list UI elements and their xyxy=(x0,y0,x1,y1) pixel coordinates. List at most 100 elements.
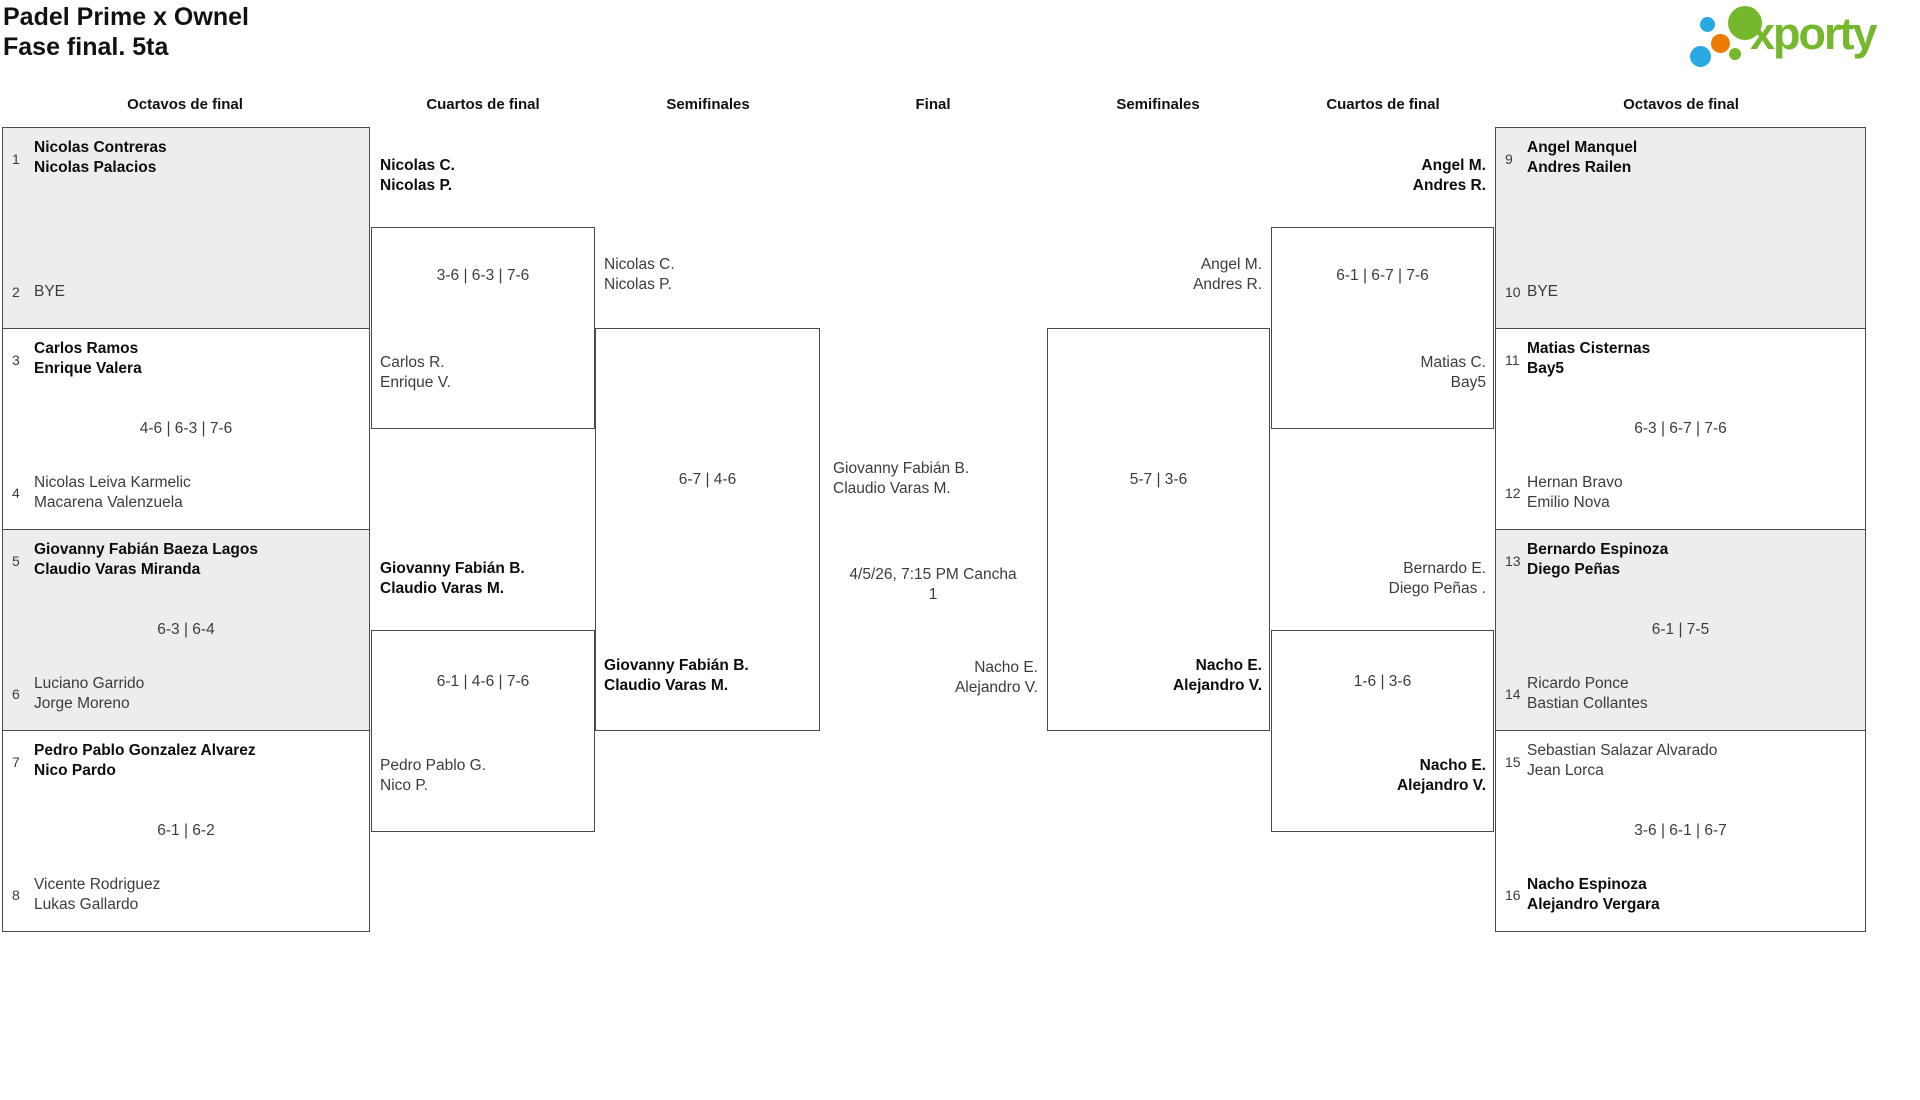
seed-number: 3 xyxy=(12,352,20,368)
player-name: BYE xyxy=(34,283,66,300)
sf-right-bottom-team: Nacho E. Alejandro V. xyxy=(1042,656,1262,696)
team-names: Vicente Rodriguez Lukas Gallardo xyxy=(34,875,160,915)
final-datetime-court: 4/5/26, 7:15 PM Cancha xyxy=(849,566,1017,583)
player-name: Enrique V. xyxy=(380,374,451,391)
player-name: Claudio Varas M. xyxy=(833,480,951,497)
team-names: BYE xyxy=(1527,282,1558,302)
team-names: Bernardo Espinoza Diego Peñas xyxy=(1527,540,1668,580)
player-name: Emilio Nova xyxy=(1527,494,1610,511)
team-names: BYE xyxy=(34,282,65,302)
player-name: Carlos Ramos xyxy=(34,340,139,357)
player-name: Matias C. xyxy=(1420,354,1486,371)
player-name: Enrique Valera xyxy=(34,360,142,377)
seed-number: 16 xyxy=(1505,887,1521,903)
match-score: 6-7 | 4-6 xyxy=(678,471,737,488)
team-names: Nacho Espinoza Alejandro Vergara xyxy=(1527,875,1660,915)
seed-number: 10 xyxy=(1505,284,1521,300)
qf-right-1-top-team: Angel M. Andres R. xyxy=(1266,156,1486,196)
player-name: Alejandro Vergara xyxy=(1527,896,1660,913)
player-name: Andres R. xyxy=(1412,177,1486,194)
player-name: Nacho E. xyxy=(1419,757,1486,774)
player-name: Pedro Pablo G. xyxy=(380,757,486,774)
player-name: Nicolas C. xyxy=(604,256,675,273)
player-name: Giovanny Fabián Baeza Lagos xyxy=(34,541,258,558)
player-name: Bernardo E. xyxy=(1403,560,1486,577)
match-score: 6-1 | 6-2 xyxy=(157,822,215,839)
player-name: Nacho E. xyxy=(1195,657,1262,674)
player-name: Nico P. xyxy=(380,777,428,794)
team-names: Ricardo Ponce Bastian Collantes xyxy=(1527,674,1648,714)
player-name: Nacho E. xyxy=(974,659,1038,676)
player-name: Alejandro V. xyxy=(954,679,1038,696)
sf-right-top-team: Angel M. Andres R. xyxy=(1042,255,1262,295)
match-box-13-14: 13 Bernardo Espinoza Diego Peñas 6-1 | 7… xyxy=(1495,529,1866,731)
logo-dot-icon xyxy=(1728,6,1762,40)
seed-number: 6 xyxy=(12,686,20,702)
team-names: Luciano Garrido Jorge Moreno xyxy=(34,674,144,714)
player-name: Andres R. xyxy=(1193,276,1262,293)
logo-dot-icon xyxy=(1690,46,1711,67)
round-header-r16-right: Octavos de final xyxy=(1623,96,1739,113)
logo-dot-icon xyxy=(1700,17,1715,32)
seed-number: 8 xyxy=(12,887,20,903)
sf-right-box xyxy=(1047,328,1270,731)
player-name: Alejandro V. xyxy=(1396,777,1486,794)
team-names: Nicolas Leiva Karmelic Macarena Valenzue… xyxy=(34,473,191,513)
player-name: Claudio Varas M. xyxy=(380,580,505,597)
qf-left-1-top-team: Nicolas C. Nicolas P. xyxy=(380,156,455,196)
player-name: Nicolas Leiva Karmelic xyxy=(34,474,191,491)
player-name: Nicolas C. xyxy=(380,157,455,174)
seed-number: 15 xyxy=(1505,754,1521,770)
seed-number: 14 xyxy=(1505,686,1521,702)
match-box-5-6: 5 Giovanny Fabián Baeza Lagos Claudio Va… xyxy=(2,529,370,731)
player-name: Hernan Bravo xyxy=(1527,474,1623,491)
team-names: Angel Manquel Andres Railen xyxy=(1527,138,1637,178)
final-schedule: 4/5/26, 7:15 PM Cancha 1 xyxy=(822,565,1044,605)
tournament-name: Padel Prime x Ownel xyxy=(3,3,249,31)
player-name: Diego Peñas xyxy=(1527,561,1621,578)
player-name: Vicente Rodriguez xyxy=(34,876,161,893)
team-names: Matias Cisternas Bay5 xyxy=(1527,339,1650,379)
final-left-team: Giovanny Fabián B. Claudio Varas M. xyxy=(833,459,969,499)
seed-number: 4 xyxy=(12,485,20,501)
player-name: Nicolas P. xyxy=(604,276,672,293)
player-name: Nicolas Contreras xyxy=(34,139,167,156)
player-name: Sebastian Salazar Alvarado xyxy=(1527,742,1718,759)
sf-left-top-team: Nicolas C. Nicolas P. xyxy=(604,255,675,295)
player-name: Luciano Garrido xyxy=(34,675,145,692)
qf-left-1-bottom-team: Carlos R. Enrique V. xyxy=(380,353,451,393)
qf-right-2-top-team: Bernardo E. Diego Peñas . xyxy=(1266,559,1486,599)
qf-right-1-bottom-team: Matias C. Bay5 xyxy=(1266,353,1486,393)
match-score: 3-6 | 6-3 | 7-6 xyxy=(436,267,530,284)
round-header-r16-left: Octavos de final xyxy=(127,96,243,113)
player-name: Pedro Pablo Gonzalez Alvarez xyxy=(34,742,256,759)
player-name: Jorge Moreno xyxy=(34,695,130,712)
qf-left-2-box xyxy=(371,630,595,832)
player-name: Nacho Espinoza xyxy=(1527,876,1647,893)
round-header-sf-right: Semifinales xyxy=(1116,96,1200,113)
player-name: Claudio Varas Miranda xyxy=(34,561,201,578)
round-header-final: Final xyxy=(915,96,951,113)
match-box-9-10: 9 Angel Manquel Andres Railen 10 BYE xyxy=(1495,127,1866,329)
player-name: Jean Lorca xyxy=(1527,762,1604,779)
xporty-logo[interactable]: xporty xyxy=(1688,4,1918,68)
match-score: 6-3 | 6-4 xyxy=(157,621,215,638)
seed-number: 13 xyxy=(1505,553,1521,569)
team-names: Hernan Bravo Emilio Nova xyxy=(1527,473,1623,513)
player-name: Lukas Gallardo xyxy=(34,896,139,913)
player-name: Angel M. xyxy=(1200,256,1262,273)
match-score: 1-6 | 3-6 xyxy=(1353,673,1412,690)
match-score: 4-6 | 6-3 | 7-6 xyxy=(139,420,233,437)
player-name: Macarena Valenzuela xyxy=(34,494,183,511)
player-name: Nicolas Palacios xyxy=(34,159,157,176)
round-header-sf-left: Semifinales xyxy=(666,96,750,113)
logo-dot-icon xyxy=(1711,34,1730,53)
match-box-3-4: 3 Carlos Ramos Enrique Valera 4-6 | 6-3 … xyxy=(2,328,370,530)
player-name: Claudio Varas M. xyxy=(604,677,729,694)
player-name: Giovanny Fabián B. xyxy=(604,657,749,674)
seed-number: 9 xyxy=(1505,151,1513,167)
qf-right-1-box xyxy=(1271,227,1494,429)
final-court-number: 1 xyxy=(928,586,938,603)
logo-dot-icon xyxy=(1729,48,1741,60)
